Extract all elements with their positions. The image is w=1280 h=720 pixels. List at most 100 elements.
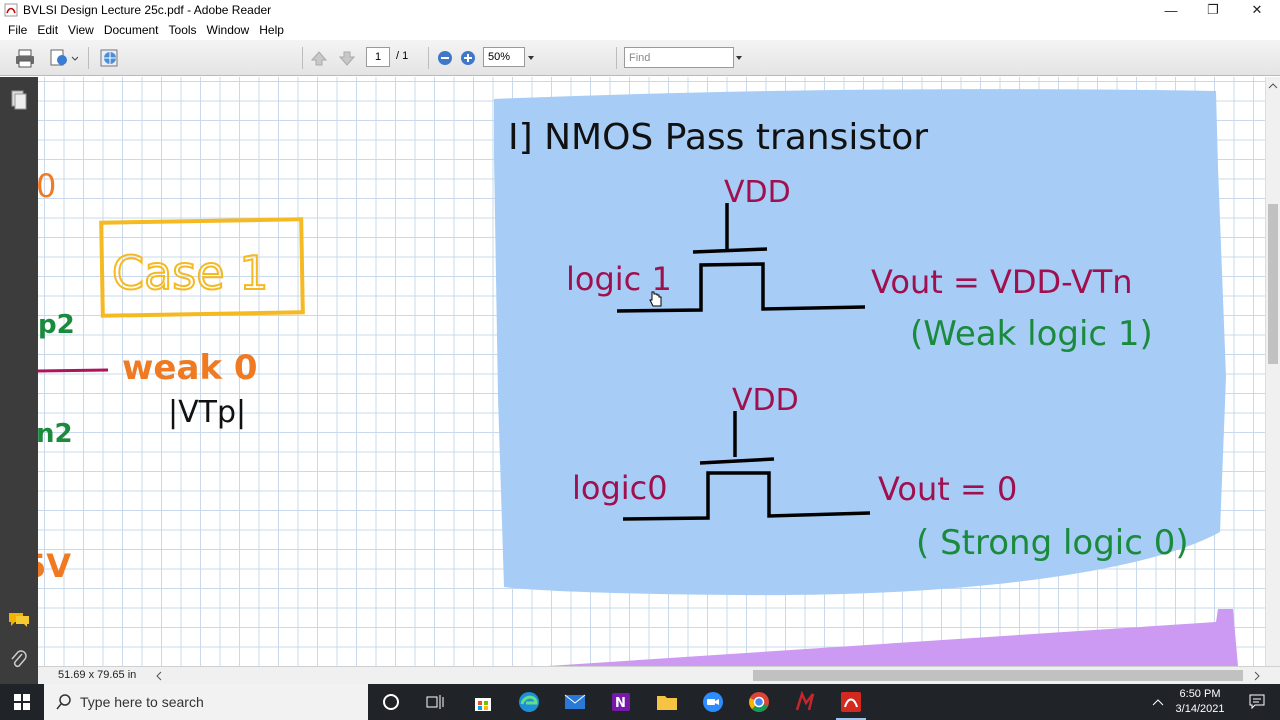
clock-time: 6:50 PM — [1179, 688, 1221, 700]
edge-browser-icon — [519, 692, 539, 712]
menu-help[interactable]: Help — [259, 23, 284, 37]
zoom-app-button[interactable] — [690, 684, 736, 720]
show-hidden-icons-button[interactable] — [1146, 684, 1170, 720]
logic1-input: logic 1 — [566, 260, 672, 298]
weak-zero-label: weak 0 — [122, 348, 258, 388]
task-view-button[interactable] — [412, 684, 458, 720]
scroll-right-icon[interactable] — [1252, 670, 1262, 682]
zoom-out-button[interactable] — [436, 46, 454, 70]
dropdown-arrow-icon — [736, 56, 742, 60]
svg-text:N: N — [615, 696, 626, 711]
weak-logic1-note: (Weak logic 1) — [910, 314, 1153, 354]
pen-app-icon — [795, 691, 815, 711]
navigation-pane — [0, 77, 38, 684]
horizontal-scroll-thumb[interactable] — [753, 670, 1243, 681]
start-button[interactable] — [0, 684, 44, 720]
page-total: / 1 — [396, 50, 409, 62]
vdd-label-2: VDD — [732, 383, 799, 418]
case-label: Case 1 — [112, 246, 268, 300]
search-placeholder: Type here to search — [80, 694, 204, 710]
notification-icon — [1249, 694, 1265, 710]
attach-doc-icon — [50, 49, 78, 66]
edge-app-button[interactable] — [506, 684, 552, 720]
menu-file[interactable]: File — [8, 23, 28, 37]
chrome-browser-icon — [749, 692, 769, 712]
cortana-button[interactable] — [368, 684, 414, 720]
zoom-in-icon — [461, 51, 475, 65]
close-button[interactable]: ✕ — [1251, 2, 1263, 17]
vout-weak-label: Vout = VDD-VTn — [871, 263, 1133, 301]
paperclip-icon — [11, 650, 27, 668]
adobe-reader-icon — [4, 3, 18, 17]
vertical-scrollbar[interactable] — [1265, 77, 1280, 666]
share-button[interactable] — [46, 46, 80, 70]
vertical-scroll-thumb[interactable] — [1268, 204, 1278, 364]
onenote-app-button[interactable]: N — [598, 684, 644, 720]
previous-page-button[interactable] — [308, 46, 330, 70]
menu-document[interactable]: Document — [103, 23, 159, 37]
attachments-panel-button[interactable] — [9, 649, 29, 671]
logic0-input: logic0 — [572, 469, 668, 507]
document-page[interactable]: 0 Case 1 p2 weak 0 |VTp| n2 5V I] NMOS P… — [38, 77, 1265, 666]
minimize-button[interactable]: — — [1164, 2, 1178, 18]
comment-icon — [9, 613, 29, 627]
search-icon — [56, 694, 71, 710]
toolbar — [0, 40, 1280, 76]
window-title: BVLSI Design Lecture 25c.pdf - Adobe Rea… — [23, 3, 272, 17]
notifications-button[interactable] — [1234, 684, 1280, 720]
store-app-button[interactable] — [460, 684, 506, 720]
next-page-button[interactable] — [336, 46, 358, 70]
restore-button[interactable]: ❐ — [1207, 2, 1219, 17]
file-explorer-button[interactable] — [644, 684, 690, 720]
clock-date: 3/14/2021 — [1175, 703, 1225, 715]
pages-panel-button[interactable] — [9, 89, 29, 111]
vdd-label-1: VDD — [724, 175, 791, 210]
zoom-out-icon — [438, 51, 452, 65]
page-number-input[interactable]: 1 — [366, 47, 390, 67]
menu-tools[interactable]: Tools — [168, 23, 197, 37]
store-bag-icon — [475, 698, 491, 711]
menu-edit[interactable]: Edit — [37, 23, 59, 37]
onenote-icon: N — [612, 693, 630, 711]
output-line — [38, 368, 109, 373]
partial-n2: n2 — [38, 419, 73, 449]
hand-cursor-icon — [649, 291, 662, 307]
system-clock[interactable]: 6:50 PM 3/14/2021 — [1170, 687, 1230, 717]
dropdown-arrow-icon — [528, 56, 534, 60]
nmos-symbol-2 — [622, 411, 871, 521]
scroll-left-icon[interactable] — [154, 670, 164, 682]
menu-view[interactable]: View — [68, 23, 94, 37]
zoom-level-input[interactable]: 50% — [483, 47, 525, 67]
blue-highlight — [494, 89, 1226, 596]
print-button[interactable] — [12, 46, 38, 70]
partial-5v: 5V — [38, 547, 71, 585]
arrow-down-icon — [338, 51, 356, 66]
zoom-dropdown-button[interactable] — [526, 46, 536, 70]
strong-logic0-note: ( Strong logic 0) — [916, 523, 1189, 563]
find-options-button[interactable] — [734, 46, 744, 70]
acrobat-icon — [841, 692, 861, 712]
taskbar-search-input[interactable]: Type here to search — [44, 684, 368, 720]
nmos-symbol-1 — [616, 203, 866, 313]
cortana-circle-icon — [383, 694, 399, 710]
vtp-label: |VTp| — [168, 395, 246, 430]
menu-window[interactable]: Window — [206, 23, 250, 37]
printer-icon — [16, 49, 34, 68]
drawing-app-button[interactable] — [782, 684, 828, 720]
nmos-heading: I] NMOS Pass transistor — [508, 117, 928, 158]
task-view-icon — [426, 695, 444, 709]
adobe-reader-taskbar-button[interactable] — [828, 684, 874, 720]
arrow-up-icon — [310, 51, 328, 66]
scroll-up-icon[interactable] — [1267, 81, 1280, 91]
partial-p2: p2 — [38, 310, 75, 340]
comments-panel-button[interactable] — [7, 610, 31, 630]
chrome-app-button[interactable] — [736, 684, 782, 720]
collaborate-button[interactable] — [96, 46, 124, 70]
case-box — [99, 217, 305, 318]
chevron-up-icon — [1152, 699, 1164, 706]
find-input[interactable]: Find — [624, 47, 734, 68]
zoom-in-button[interactable] — [459, 46, 477, 70]
windows-logo-icon — [14, 694, 30, 710]
mail-app-button[interactable] — [552, 684, 598, 720]
vout-zero-label: Vout = 0 — [878, 470, 1017, 508]
